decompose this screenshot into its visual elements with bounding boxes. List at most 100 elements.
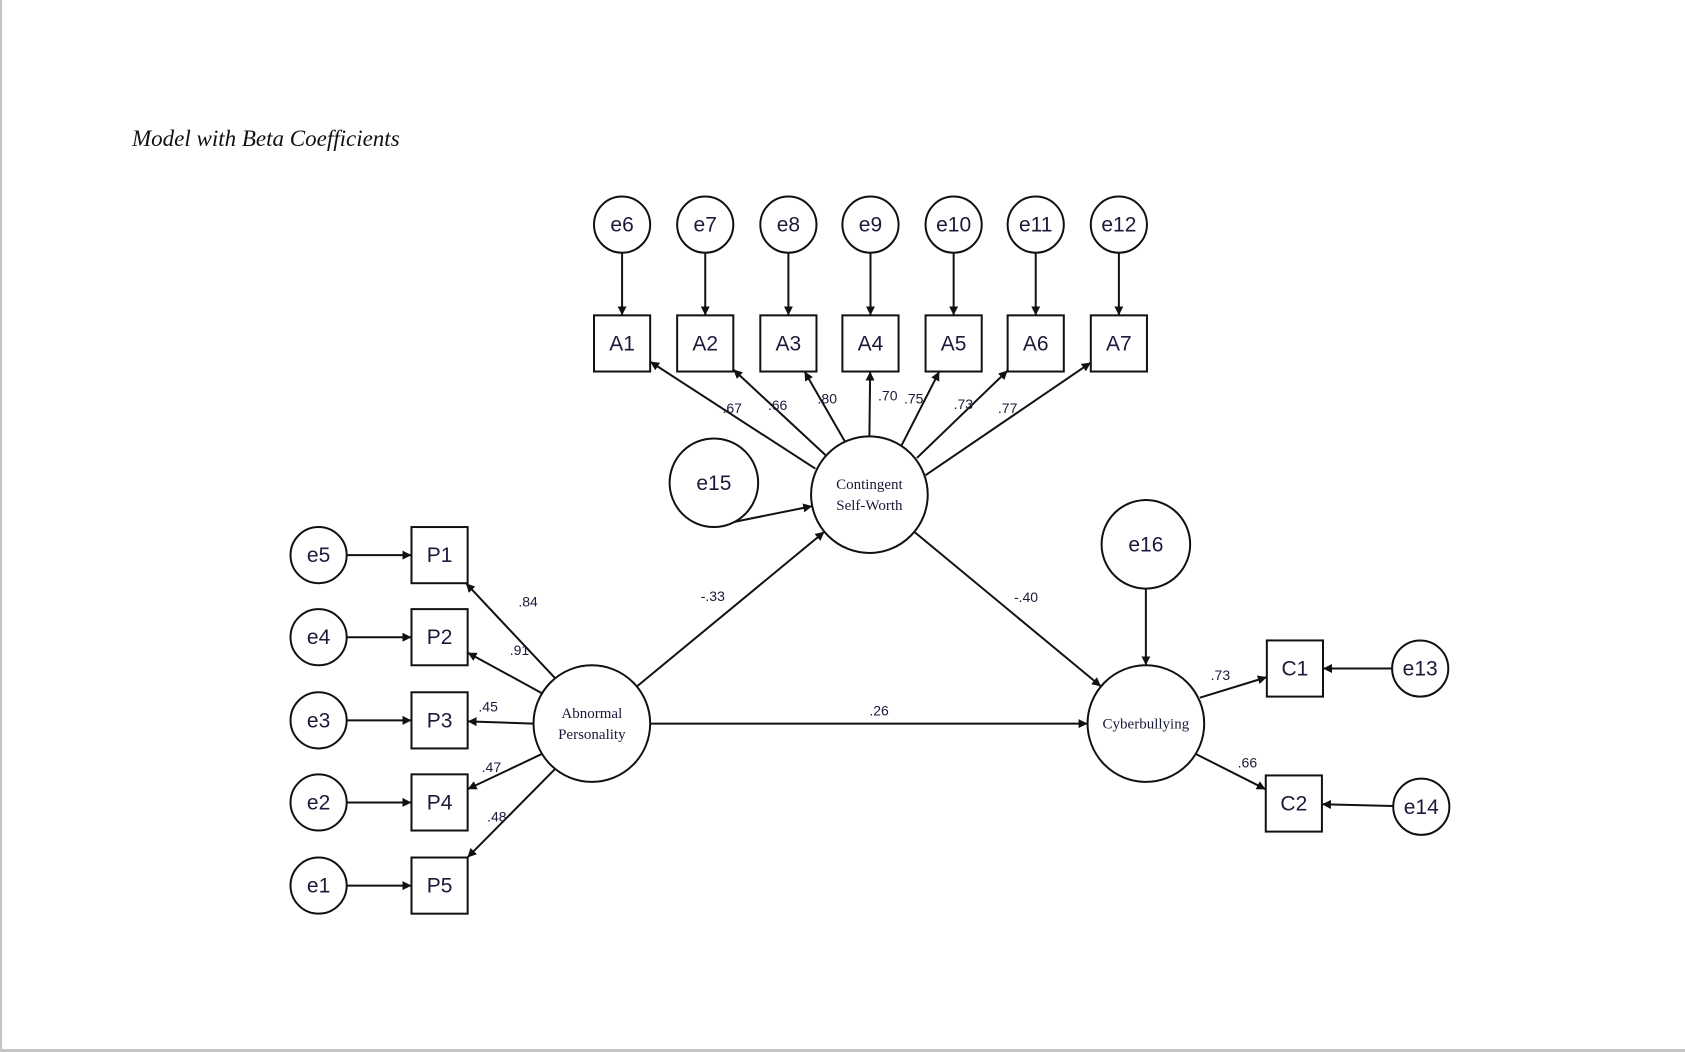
loading-value-p2: .91 <box>510 642 530 658</box>
error-e11-shape <box>1006 195 1065 254</box>
indicator-a4-label: A4 <box>858 332 884 355</box>
loading-value-a7: .77 <box>998 400 1018 416</box>
loading-value-p4: .47 <box>482 759 502 775</box>
latent-ap-label: Abnormal <box>561 706 622 722</box>
indicator-p3-shape <box>410 691 469 750</box>
indicator-a1-shape <box>593 314 652 373</box>
loading-value-p5: .48 <box>487 808 507 824</box>
error-e1-label: e1 <box>307 875 330 898</box>
error-arrow-e14-C2 <box>1321 799 1394 809</box>
error-e6-shape <box>593 195 652 254</box>
error-e15-label: e15 <box>696 472 731 495</box>
indicator-c2-label: C2 <box>1280 793 1307 816</box>
indicator-c1-label: C1 <box>1281 658 1308 681</box>
loading-value-p3: .45 <box>478 698 498 714</box>
error-e12-shape <box>1089 195 1148 254</box>
indicator-p5-shape <box>410 856 469 915</box>
loading-value-a2: .66 <box>768 397 788 413</box>
indicator-p3-label: P3 <box>427 709 453 732</box>
error-e8-label: e8 <box>777 214 800 237</box>
latent-ap-label: Personality <box>558 727 626 743</box>
error-e4-shape <box>289 608 348 667</box>
error-e13-shape <box>1391 639 1450 698</box>
indicator-a1-label: A1 <box>609 332 635 355</box>
loading-value-c2: .66 <box>1238 754 1258 770</box>
error-e16-label: e16 <box>1128 533 1163 556</box>
error-e7-shape <box>676 195 735 254</box>
error-e14-label: e14 <box>1404 796 1439 819</box>
error-e9-shape <box>841 195 900 254</box>
loading-value-a5: .75 <box>904 391 924 407</box>
indicator-a2-shape <box>676 314 735 373</box>
latent-ap-shape <box>532 664 652 783</box>
error-e12-label: e12 <box>1101 214 1136 237</box>
indicator-p1-shape <box>410 526 469 585</box>
loading-arrow-AP-P1 <box>465 582 556 679</box>
indicator-c1-shape <box>1265 639 1324 698</box>
error-e1-shape <box>289 856 348 915</box>
loading-arrow-CSW-A5 <box>900 371 941 446</box>
loading-arrow-CSW-A7 <box>924 361 1092 477</box>
latent-cb-label: Cyberbullying <box>1103 717 1190 733</box>
loading-value-p1: .84 <box>518 594 538 610</box>
indicator-a6-shape <box>1006 314 1065 373</box>
loading-arrow-AP-P3 <box>467 717 534 727</box>
indicator-a7-shape <box>1089 314 1148 373</box>
error-e9-label: e9 <box>859 214 882 237</box>
error-e7-label: e7 <box>694 214 717 237</box>
indicator-p2-label: P2 <box>427 626 453 649</box>
loading-arrow-CB-C1 <box>1199 675 1268 699</box>
error-e3-shape <box>289 691 348 750</box>
latent-cb-shape <box>1086 664 1206 783</box>
loading-arrow-AP-P5 <box>466 768 556 859</box>
loading-value-a1: .67 <box>723 400 743 416</box>
indicator-a5-label: A5 <box>941 332 967 355</box>
path-value-csw-cb: -.40 <box>1014 589 1038 605</box>
loading-arrow-CSW-A6 <box>916 369 1009 459</box>
error-e5-label: e5 <box>307 544 330 567</box>
error-e10-shape <box>924 195 983 254</box>
error-e11-label: e11 <box>1019 214 1052 237</box>
error-e16-shape <box>1100 499 1192 590</box>
loading-arrow-CSW-A3 <box>803 371 847 444</box>
error-e2-shape <box>289 773 348 832</box>
indicator-c2-shape <box>1264 774 1323 833</box>
loading-value-c1: .73 <box>1211 667 1231 683</box>
loading-value-a4: .70 <box>878 387 898 403</box>
error-e15-shape <box>668 437 760 529</box>
path-arrow-CSW-CB <box>913 531 1102 688</box>
indicator-a2-label: A2 <box>692 332 718 355</box>
indicator-a3-shape <box>759 314 818 373</box>
figure-caption: Model with Beta Coefficients <box>132 126 400 151</box>
path-value-ap-cb: .26 <box>869 703 889 719</box>
indicator-a7-label: A7 <box>1106 332 1132 355</box>
indicator-p4-shape <box>410 773 469 832</box>
latent-csw-label: Self-Worth <box>836 498 903 514</box>
loading-arrow-CB-C2 <box>1195 752 1267 791</box>
indicator-p2-shape <box>410 608 469 667</box>
error-e4-label: e4 <box>307 626 331 649</box>
path-value-ap-csw: -.33 <box>701 588 725 604</box>
loading-arrow-CSW-A4 <box>865 371 875 437</box>
loading-arrow-AP-P4 <box>467 752 543 791</box>
path-arrow-AP-CSW <box>636 530 826 688</box>
error-e14-shape <box>1392 777 1451 836</box>
indicator-a3-label: A3 <box>776 332 802 355</box>
loading-value-a6: .73 <box>954 396 974 412</box>
loading-arrow-CSW-A1 <box>649 360 816 470</box>
loading-arrow-CSW-A2 <box>732 368 827 457</box>
indicator-a5-shape <box>924 314 983 373</box>
indicator-a6-label: A6 <box>1023 332 1049 355</box>
loading-value-a3: .80 <box>818 391 838 407</box>
error-e13-label: e13 <box>1403 658 1438 681</box>
error-e3-label: e3 <box>307 709 330 732</box>
latent-csw-shape <box>810 435 929 554</box>
indicator-p5-label: P5 <box>427 875 453 898</box>
error-e5-shape <box>289 526 348 585</box>
latent-csw-label: Contingent <box>836 477 903 493</box>
indicator-a4-shape <box>841 314 900 373</box>
indicator-p4-label: P4 <box>427 791 453 814</box>
indicator-p1-label: P1 <box>427 544 453 567</box>
error-e6-label: e6 <box>610 214 633 237</box>
